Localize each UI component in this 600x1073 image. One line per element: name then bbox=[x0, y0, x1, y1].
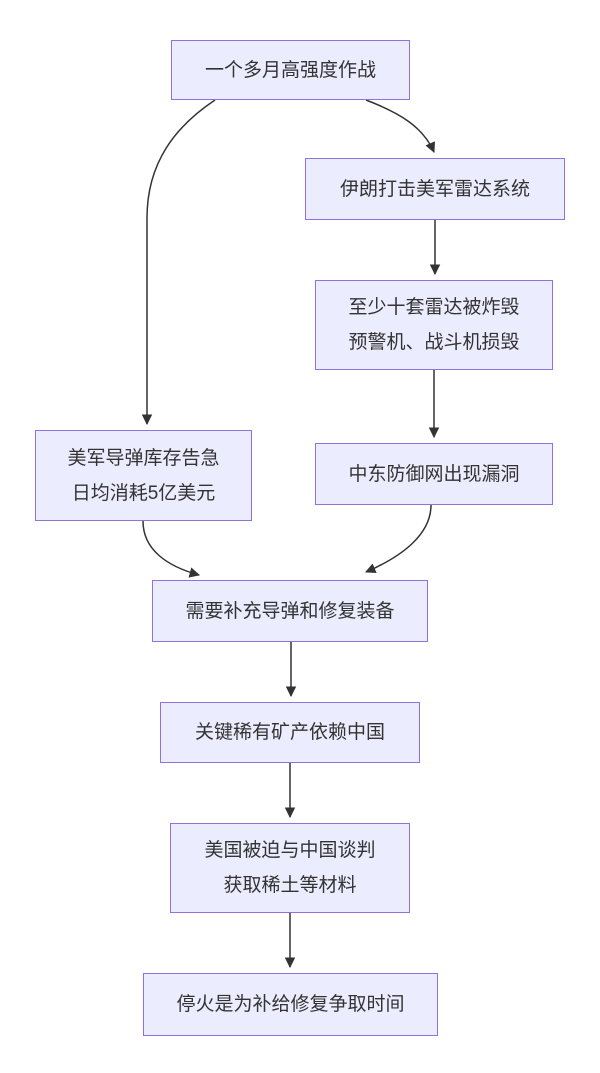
node-ceasefire-buys-time: 停火是为补给修复争取时间 bbox=[143, 973, 438, 1036]
edge-e-f bbox=[365, 504, 432, 574]
node-iran-strikes-radar: 伊朗打击美军雷达系统 bbox=[305, 158, 565, 220]
node-defense-network-gap: 中东防御网出现漏洞 bbox=[315, 443, 553, 505]
node-missile-stock-shortage: 美军导弹库存告急 日均消耗5亿美元 bbox=[35, 430, 252, 521]
node-need-resupply-repair: 需要补充导弹和修复装备 bbox=[152, 580, 428, 642]
node-high-intensity-combat: 一个多月高强度作战 bbox=[171, 40, 410, 100]
edge-d-f bbox=[142, 520, 201, 578]
edge-a-b bbox=[365, 99, 435, 153]
edge-a-d bbox=[141, 99, 216, 426]
node-radar-destroyed: 至少十套雷达被炸毁 预警机、战斗机损毁 bbox=[315, 280, 553, 370]
node-rare-minerals-depend-china: 关键稀有矿产依赖中国 bbox=[160, 702, 420, 763]
node-us-forced-negotiate-china: 美国被迫与中国谈判 获取稀土等材料 bbox=[170, 823, 410, 913]
